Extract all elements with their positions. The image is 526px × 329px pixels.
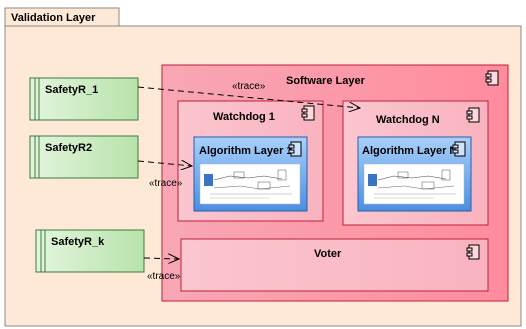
algorithm-layer-1-component[interactable]: Algorithm Layer 1 [193,136,308,212]
component-icon [485,70,499,86]
watchdog-n-label: Watchdog N [376,114,440,126]
component-icon [288,141,302,157]
requirement-label: SafetyR_1 [45,84,98,96]
component-icon [466,107,480,123]
component-icon [466,244,480,260]
requirement-label: SafetyR2 [45,142,92,154]
trace-label: «trace» [149,178,183,189]
trace-label: «trace» [147,271,181,282]
requirement-safetyr-1[interactable]: SafetyR_1 [29,77,139,121]
requirement-safetyr2[interactable]: SafetyR2 [29,135,139,179]
voter-component[interactable]: Voter [180,238,489,292]
software-layer-label: Software Layer [286,75,366,87]
voter-label: Voter [314,248,342,260]
algorithm-layer-1-label: Algorithm Layer 1 [199,145,293,157]
component-icon [452,141,466,157]
package-title: Validation Layer [11,12,96,24]
algorithm-layer-n-component[interactable]: Algorithm Layer N [357,136,472,212]
requirement-label: SafetyR_k [51,236,105,248]
algorithm-diagram-thumbnail [199,163,301,205]
algorithm-diagram-thumbnail [363,163,465,205]
algorithm-layer-n-label: Algorithm Layer N [362,145,457,157]
trace-connector-3[interactable]: «trace» [143,258,181,282]
watchdog-1-label: Watchdog 1 [213,111,275,123]
trace-label: «trace» [232,81,266,92]
trace-connector-1[interactable]: «trace» [137,81,360,108]
requirement-safetyr-k[interactable]: SafetyR_k [35,229,145,273]
trace-connector-2[interactable]: «trace» [137,161,192,189]
component-icon [301,105,315,121]
